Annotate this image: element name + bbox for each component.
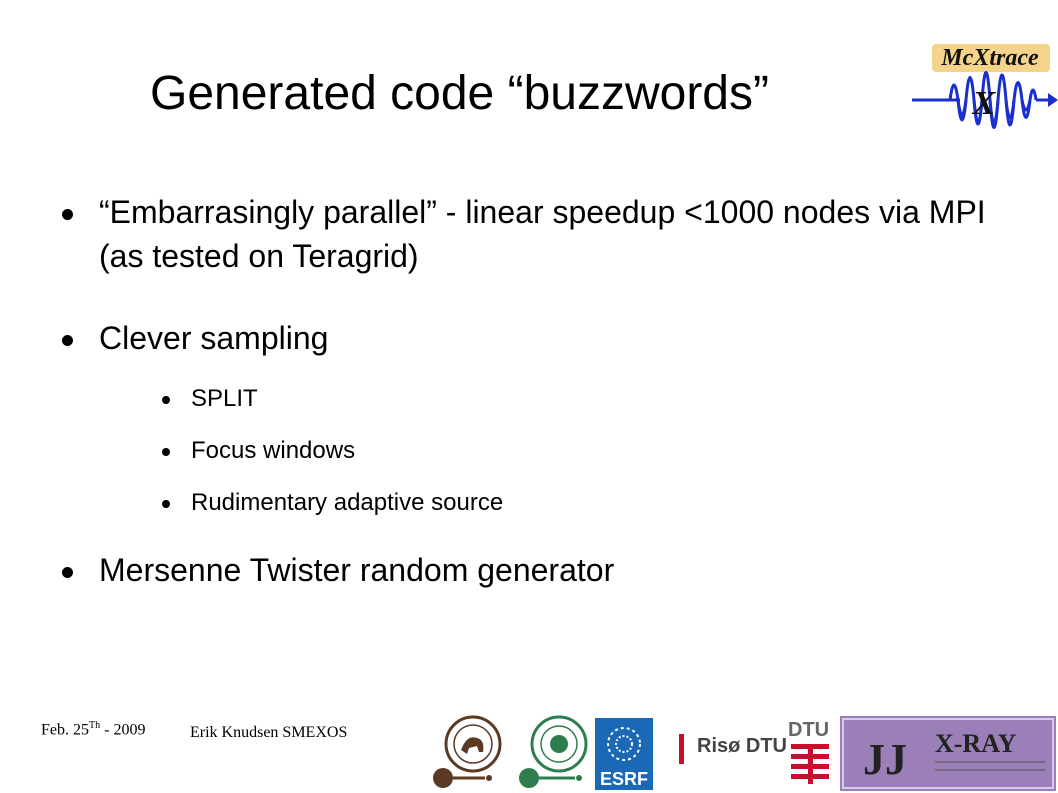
bullet-text: Mersenne Twister random generator [99,552,615,588]
mcxtrace-logo: McXtrace X [912,44,1058,129]
dtu-logo-text: DTU [788,719,829,741]
mcxtrace-logo-text: McXtrace [940,45,1039,71]
sub-bullet-text: Focus windows [191,437,356,464]
bullet-dot [62,335,73,346]
sub-bullet-item: SPLIT [162,384,1022,414]
riso-logo-text: Risø DTU [697,735,787,757]
sub-bullet-text: SPLIT [191,385,258,412]
jj-xray-logo: JJ X-RAY [840,716,1056,791]
footer-date-suffix: - 2009 [100,721,146,739]
bullet-dot [162,448,170,456]
university-seal-logo-brown [433,715,502,788]
footer-date-sup: Th [89,720,101,731]
bullet-dot [62,567,73,578]
xray-logo-text: X-RAY [935,729,1017,758]
bullet-dot [162,396,170,404]
bullet-list: “Embarrasingly parallel” - linear speedu… [62,190,1022,592]
jj-logo-text: JJ [863,735,907,784]
bullet-dot [62,209,73,220]
riso-dtu-logo: Risø DTU [679,734,787,764]
university-seal-logo-green [519,715,588,788]
footer-author: Erik Knudsen SMEXOS [190,724,348,741]
esrf-logo: ESRF [595,718,653,790]
sub-bullet-item: Rudimentary adaptive source [162,488,1022,518]
sub-bullet-item: Focus windows [162,436,1022,466]
bullet-item: Mersenne Twister random generator [62,548,1022,592]
mcxtrace-logo-x: X [972,85,997,122]
partner-logos: ESRF Risø DTU DTU JJ X-RAY [433,715,1056,791]
footer-date-prefix: Feb. 25 [41,721,89,739]
bullet-item: “Embarrasingly parallel” - linear speedu… [62,190,999,278]
esrf-logo-text: ESRF [600,769,648,789]
bullet-text: “Embarrasingly parallel” - linear speedu… [99,194,986,274]
sub-bullet-text: Rudimentary adaptive source [191,489,504,516]
footer-date: Feb. 25Th - 2009 [41,720,145,739]
bullet-item: Clever sampling [62,316,1022,360]
bullet-dot [162,500,170,508]
bullet-text: Clever sampling [99,320,329,356]
dtu-logo: DTU [788,719,829,784]
slide-title: Generated code “buzzwords” [150,67,769,120]
